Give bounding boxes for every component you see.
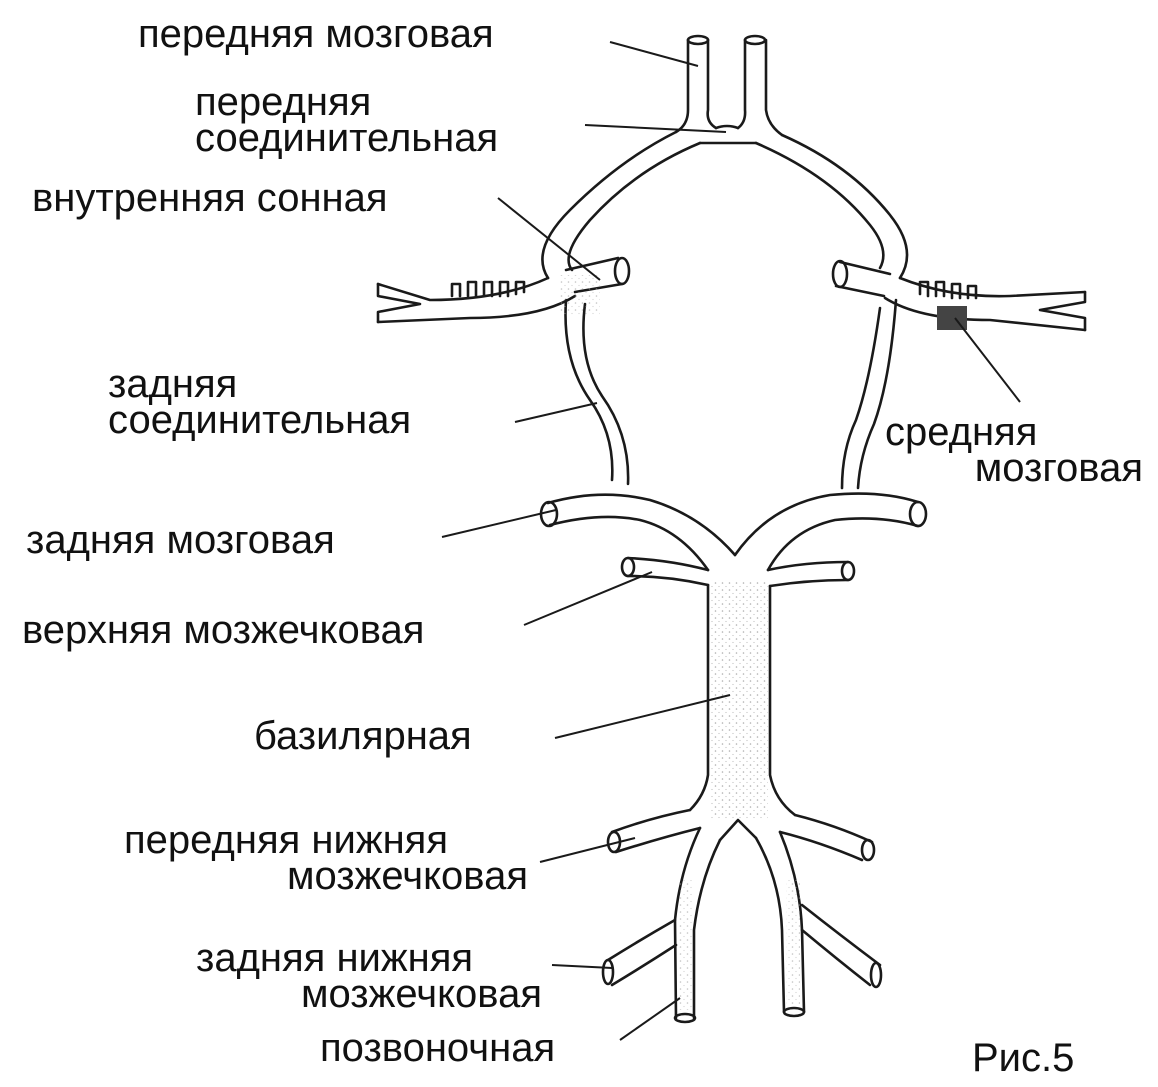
label-middle-cerebral-line-2: мозговая: [974, 446, 1143, 490]
leader-superior-cerebellar: [523, 571, 653, 626]
label-posterior-communicating-line-2: соединительная: [108, 398, 412, 442]
middle-cerebral-left-upper: [376, 276, 550, 302]
label-posterior-cerebral: задняя мозговая: [26, 518, 335, 562]
vertebral-split: [718, 818, 758, 842]
posterior-communicating-right-inner: [856, 298, 898, 490]
perforators-right: [918, 280, 978, 300]
label-superior-cerebellar: верхняя мозжечковая: [22, 608, 425, 652]
label-basilar: базилярная: [254, 714, 472, 758]
label-posterior-inferior-cerebellar-line-1: задняя нижняя: [196, 936, 474, 980]
superior-cerebellar-right-cap: [840, 560, 856, 582]
leader-posterior-cerebral: [441, 509, 557, 538]
leader-anterior-cerebral: [609, 41, 699, 67]
leader-anterior-inferior-cerebellar: [539, 837, 636, 863]
basilar-right-wall: [768, 584, 797, 817]
label-middle-cerebral: средняя мозговая: [885, 410, 1143, 490]
leader-posterior-communicating: [514, 402, 598, 423]
left-arch-inner: [567, 141, 702, 272]
left-arch-outer: [541, 130, 678, 280]
leader-vertebral: [619, 997, 681, 1041]
internal-carotid-right-cap: [831, 259, 849, 289]
posterior-inferior-cerebellar-left: [606, 918, 678, 987]
vertebral-right-cap: [782, 1006, 806, 1018]
anterior-inferior-cerebellar-right: [778, 813, 874, 862]
carotid-shading: [560, 275, 600, 315]
label-posterior-communicating: задняя соединительная: [108, 362, 412, 442]
label-posterior-inferior-cerebellar: задняя нижняя мозжечковая: [196, 936, 542, 1016]
anterior-cerebral-right: [736, 38, 747, 130]
posterior-cerebral-left: [546, 493, 737, 557]
leader-middle-cerebral: [954, 317, 1021, 403]
vertebral-right-shading: [786, 880, 800, 1005]
posterior-cerebral-right: [733, 492, 920, 557]
label-anterior-communicating: передняя соединительная: [195, 80, 499, 160]
internal-carotid-right: [834, 260, 892, 298]
label-anterior-cerebral: передняя мозговая: [138, 12, 494, 56]
figure-caption: Рис.5: [972, 1036, 1075, 1080]
leader-posterior-inferior-cerebellar: [551, 964, 613, 969]
label-middle-cerebral-line-1: средняя: [885, 410, 1038, 454]
vertebral-left-cap: [673, 1012, 697, 1024]
middle-cerebral-right-upper: [898, 276, 1087, 298]
posterior-communicating-right: [840, 306, 882, 490]
posterior-inferior-cerebellar-right: [800, 903, 882, 987]
anterior-inferior-cerebellar-left: [610, 808, 702, 854]
superior-cerebellar-left: [626, 556, 710, 587]
basilar-shading: [710, 580, 768, 820]
label-internal-carotid: внутренняя сонная: [32, 176, 388, 220]
label-anterior-communicating-line-2: соединительная: [195, 116, 499, 160]
label-vertebral: позвоночная: [320, 1026, 556, 1070]
posterior-inferior-cerebellar-right-cap: [869, 961, 883, 989]
leader-anterior-communicating: [584, 124, 727, 133]
internal-carotid-left-cap: [613, 256, 631, 286]
posterior-cerebral-right-cap: [908, 500, 928, 528]
middle-cerebral-right-fork: [1038, 290, 1087, 332]
perforators-left: [450, 280, 526, 298]
superior-cerebellar-left-cap: [620, 556, 636, 578]
right-arch-inner: [754, 141, 885, 270]
vertebral-left: [673, 826, 722, 1020]
label-posterior-communicating-line-1: задняя: [108, 362, 238, 406]
posterior-communicating-left: [564, 298, 614, 482]
superior-cerebellar-right: [766, 560, 850, 588]
anterior-cerebral-right-cap: [743, 34, 767, 46]
middle-cerebral-left-lower: [376, 294, 577, 324]
label-anterior-communicating-line-1: передняя: [195, 80, 372, 124]
posterior-cerebral-left-lower: [548, 515, 710, 572]
middle-cerebral-right-lower: [883, 296, 1087, 332]
label-posterior-inferior-cerebellar-line-2: мозжечковая: [300, 972, 542, 1016]
anterior-inferior-cerebellar-right-cap: [860, 838, 876, 862]
leader-lines: [441, 41, 1021, 1041]
label-anterior-inferior-cerebellar-line-2: мозжечковая: [286, 854, 528, 898]
anterior-cerebral-left-cap: [686, 34, 710, 46]
label-anterior-inferior-cerebellar: передняя нижняя мозжечковая: [124, 818, 528, 898]
middle-cerebral-left-fork: [376, 282, 422, 324]
right-arch-outer: [780, 133, 909, 280]
leader-basilar: [554, 694, 731, 739]
label-anterior-inferior-cerebellar-line-1: передняя нижняя: [124, 818, 448, 862]
anterior-communicating-top: [714, 124, 740, 130]
leader-internal-carotid: [497, 197, 601, 281]
anterior-cerebral-right-inner: [764, 38, 784, 137]
basilar-left-wall: [688, 583, 710, 812]
posterior-cerebral-right-lower: [766, 517, 920, 572]
vessel-outlines: [376, 34, 1087, 1024]
vertebral-left-shading: [678, 880, 692, 1010]
posterior-inferior-cerebellar-left-cap: [601, 958, 615, 986]
anterior-cerebral-left: [674, 38, 690, 134]
anterior-cerebral-left-inner: [706, 38, 718, 130]
posterior-communicating-left-inner: [582, 302, 630, 486]
